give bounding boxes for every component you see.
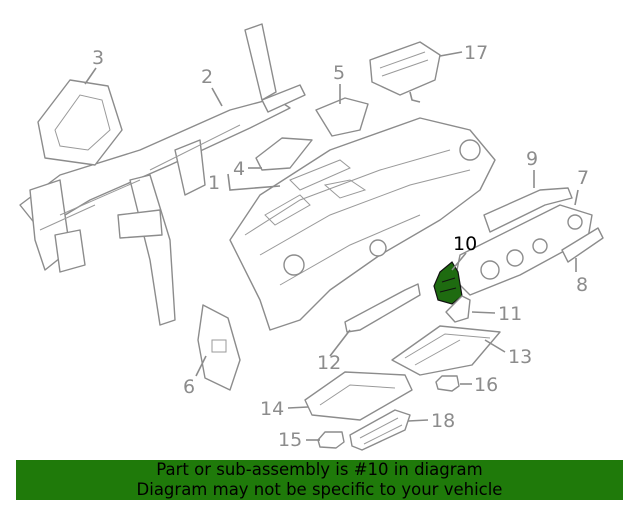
- callout-10: 10: [453, 233, 477, 255]
- callout-14: 14: [260, 398, 284, 420]
- callout-15: 15: [278, 429, 302, 451]
- instrument-panel: [229, 117, 496, 331]
- callout-16: 16: [474, 374, 498, 396]
- callout-4: 4: [233, 158, 245, 180]
- parts-diagram: 1 2 3 4 5 6 7 8 9 10 11 12 13 14 15 16 1…: [19, 23, 604, 451]
- callout-2: 2: [201, 66, 213, 88]
- callout-5: 5: [333, 62, 345, 84]
- part-7: [454, 204, 593, 296]
- cross-car-beam: [19, 23, 306, 326]
- leader-lines: [84, 51, 579, 441]
- part-12: [344, 283, 421, 333]
- callout-7: 7: [577, 167, 589, 189]
- callout-labels: 1 2 3 4 5 6 7 8 9 10 11 12 13 14 15 16 1…: [92, 42, 589, 451]
- callout-3: 3: [92, 47, 104, 69]
- callout-9: 9: [526, 148, 538, 170]
- callout-11: 11: [498, 303, 522, 325]
- part-5: [315, 97, 369, 137]
- callout-6: 6: [183, 376, 195, 398]
- banner-line-1: Part or sub-assembly is #10 in diagram: [156, 460, 483, 479]
- callout-1: 1: [208, 172, 220, 194]
- part-15: [317, 431, 345, 449]
- part-9: [483, 187, 573, 233]
- callout-12: 12: [317, 352, 341, 374]
- part-18: [349, 409, 411, 451]
- part-13: [391, 325, 501, 376]
- callout-17: 17: [464, 42, 488, 64]
- part-17: [369, 41, 441, 103]
- callout-13: 13: [508, 346, 532, 368]
- part-16: [435, 375, 460, 392]
- bracket-part-3: [37, 79, 123, 166]
- part-10-highlighted: [433, 261, 463, 305]
- part-8: [561, 227, 604, 263]
- part-4: [255, 137, 313, 171]
- part-14: [304, 371, 413, 421]
- part-11: [445, 295, 471, 323]
- callout-8: 8: [576, 274, 588, 296]
- callout-18: 18: [431, 410, 455, 432]
- info-banner: Part or sub-assembly is #10 in diagram D…: [16, 460, 623, 500]
- part-6: [197, 304, 241, 391]
- banner-line-2: Diagram may not be specific to your vehi…: [136, 480, 503, 499]
